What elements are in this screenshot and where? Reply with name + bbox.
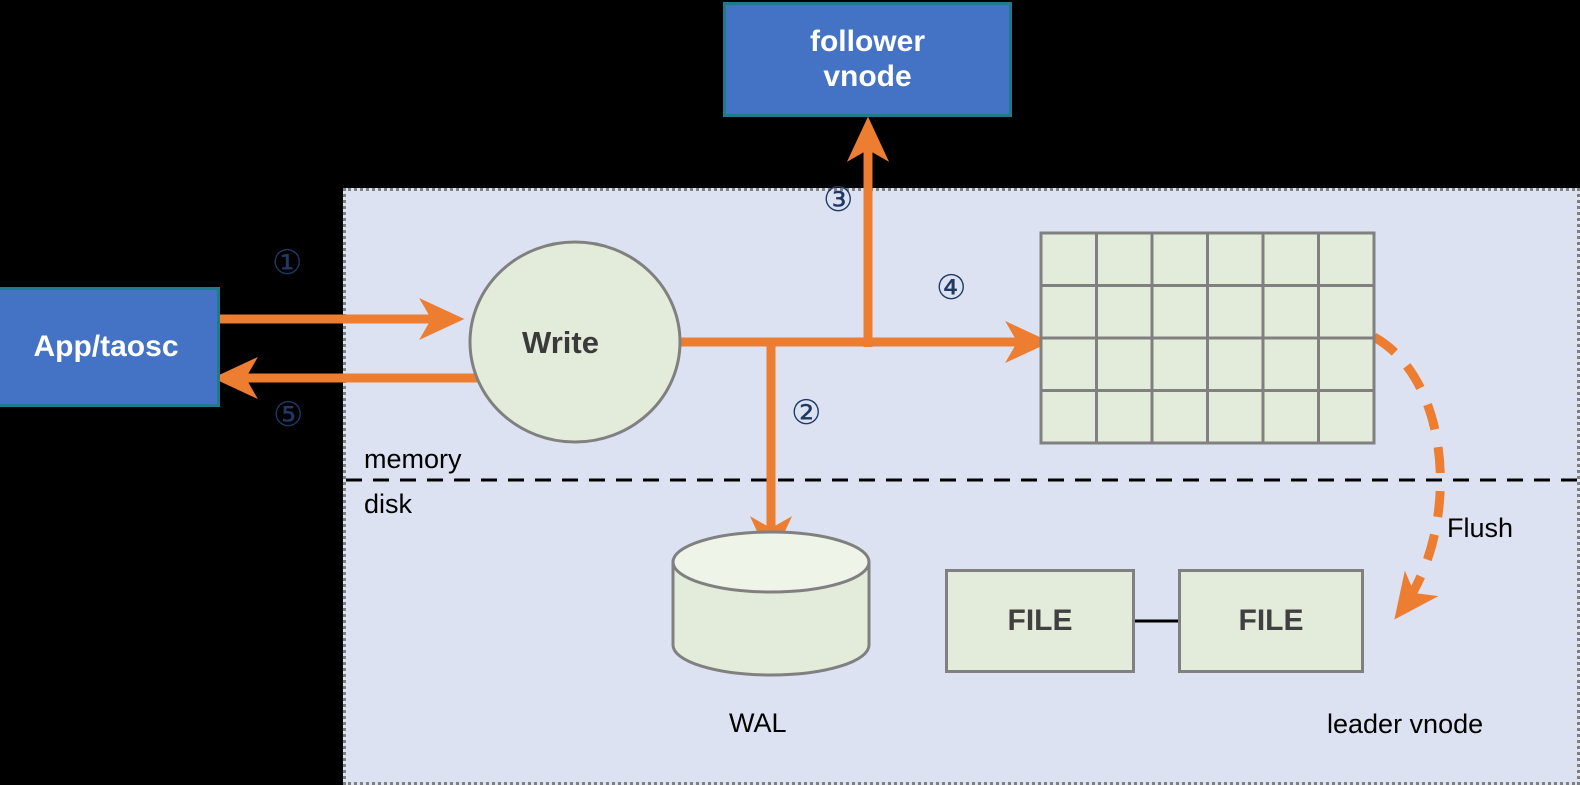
app-taosc-box[interactable]: App/taosc <box>0 287 220 407</box>
step-marker-5: ⑤ <box>273 396 304 434</box>
write-label: Write <box>522 325 599 360</box>
app-taosc-label: App/taosc <box>33 329 179 363</box>
wal-cylinder <box>671 530 871 677</box>
file-box-left-label: FILE <box>1007 604 1073 637</box>
write-ellipse <box>468 240 682 444</box>
file-box-left[interactable]: FILE <box>945 569 1135 673</box>
wal-caption: WAL <box>729 708 787 738</box>
file-box-right[interactable]: FILE <box>1178 569 1364 673</box>
flush-label: Flush <box>1447 513 1514 543</box>
leader-vnode-label: leader vnode <box>1327 709 1484 739</box>
step-marker-1: ① <box>272 244 303 282</box>
memory-label: memory <box>364 444 462 474</box>
follower-vnode-label: follower vnode <box>809 25 925 93</box>
file-box-right-label: FILE <box>1238 604 1304 637</box>
step-marker-3: ③ <box>823 181 854 219</box>
follower-vnode-box[interactable]: follower vnode <box>723 2 1012 117</box>
memtable-grid <box>1039 231 1376 445</box>
step-marker-2: ② <box>791 394 822 432</box>
step-marker-4: ④ <box>936 269 967 307</box>
disk-label: disk <box>364 489 413 519</box>
arrow-flush-curve <box>1371 333 1445 620</box>
